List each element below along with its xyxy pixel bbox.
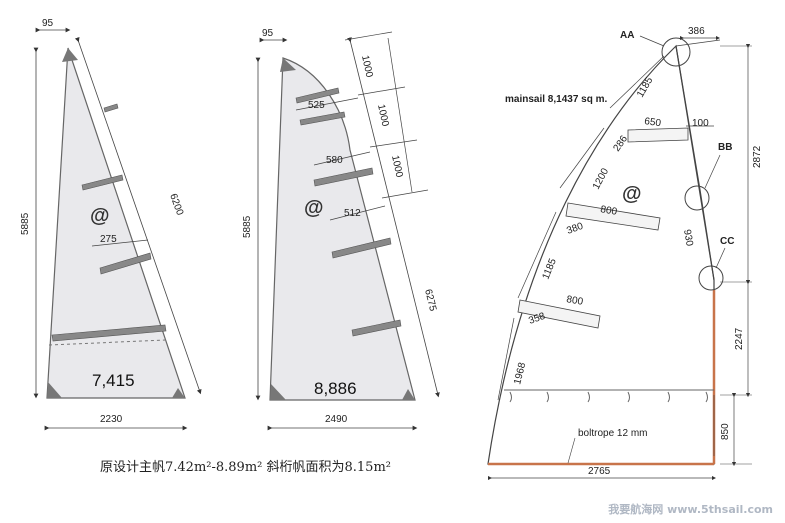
sail-2-foot-dim: 2490: [325, 414, 348, 425]
dim-850: 850: [720, 423, 731, 440]
point-aa-label: AA: [620, 30, 634, 41]
dim-650: 650: [644, 116, 662, 129]
sail-3-symbol: @: [622, 183, 642, 205]
sail-3-outline: [487, 44, 715, 465]
sail-2-luff-dim: 5885: [242, 215, 253, 238]
sail-1-body: [46, 47, 186, 399]
sail-2-area: 8,886: [314, 379, 357, 398]
point-cc-label: CC: [720, 236, 734, 247]
sail-2-top-dim: 95: [262, 28, 274, 39]
sail-2-width-3: 512: [344, 208, 361, 219]
dim-286: 286: [611, 133, 630, 153]
sail-1-foot-dim: 2230: [100, 414, 123, 425]
sail-2-leech-dim: 6275: [422, 288, 438, 313]
dim-2872: 2872: [752, 145, 763, 168]
sail-2-tack-patch: [270, 384, 286, 400]
watermark: 我要航海网 www.5thsail.com: [608, 503, 773, 516]
dim-1185-upper: 1185: [635, 75, 655, 100]
dim-1200: 1200: [591, 166, 611, 191]
sail-2-symbol: @: [304, 197, 324, 219]
sail-1-symbol: @: [90, 205, 110, 227]
sail-1-area: 7,415: [92, 371, 135, 390]
dim-380: 380: [565, 221, 585, 237]
dim-800-upper: 800: [599, 204, 618, 218]
point-bb-circle: [684, 185, 710, 211]
dim-800-lower: 800: [565, 294, 584, 308]
point-cc-circle: [698, 265, 724, 291]
dim-1185-lower: 1185: [541, 257, 559, 281]
sail-1-leech-dim: 6200: [167, 192, 185, 217]
sail-3-battens: [517, 127, 689, 329]
mainsail-title: mainsail 8,1437 sq m.: [505, 94, 608, 105]
sail-2-seg-2: 1000: [375, 103, 390, 127]
sail-1-head-patch: [62, 48, 78, 62]
point-aa-circle: [661, 37, 691, 67]
sail-2-head-patch: [280, 58, 296, 72]
sail-2-body: [269, 57, 416, 401]
sail-1-tack-patch: [47, 382, 62, 398]
sail-1-batten-dim: 275: [100, 234, 117, 245]
dim-386: 386: [688, 26, 705, 37]
sail-2: 95 5885 2490 6275 1000 1000 1000 525 580…: [242, 28, 440, 431]
sail-2-width-1: 525: [308, 100, 325, 111]
boltrope-label: boltrope 12 mm: [578, 428, 647, 439]
sail-1-top-dim: 95: [42, 18, 54, 29]
dim-2765: 2765: [588, 466, 611, 477]
sail-2-seg-1: 1000: [359, 54, 374, 78]
caption: 原设计主帆7.42m²-8.89m² 斜桁帆面积为8.15m²: [100, 460, 391, 475]
dim-2247: 2247: [734, 327, 745, 350]
sail-3: AA BB CC 1185 1200 1185 1968 286 380 358…: [487, 26, 763, 481]
sail-2-seg-3: 1000: [389, 154, 404, 178]
dim-100: 100: [692, 118, 709, 129]
dim-930: 930: [681, 229, 695, 248]
sail-2-width-2: 580: [326, 155, 343, 166]
sail-1-luff-dim: 5885: [20, 212, 31, 235]
sail-1: 95 5885 6200 2230 275 @ 7,415: [20, 18, 202, 431]
dim-1968: 1968: [512, 361, 528, 386]
sail-3-reef-points: [509, 391, 708, 403]
point-bb-label: BB: [718, 142, 732, 153]
